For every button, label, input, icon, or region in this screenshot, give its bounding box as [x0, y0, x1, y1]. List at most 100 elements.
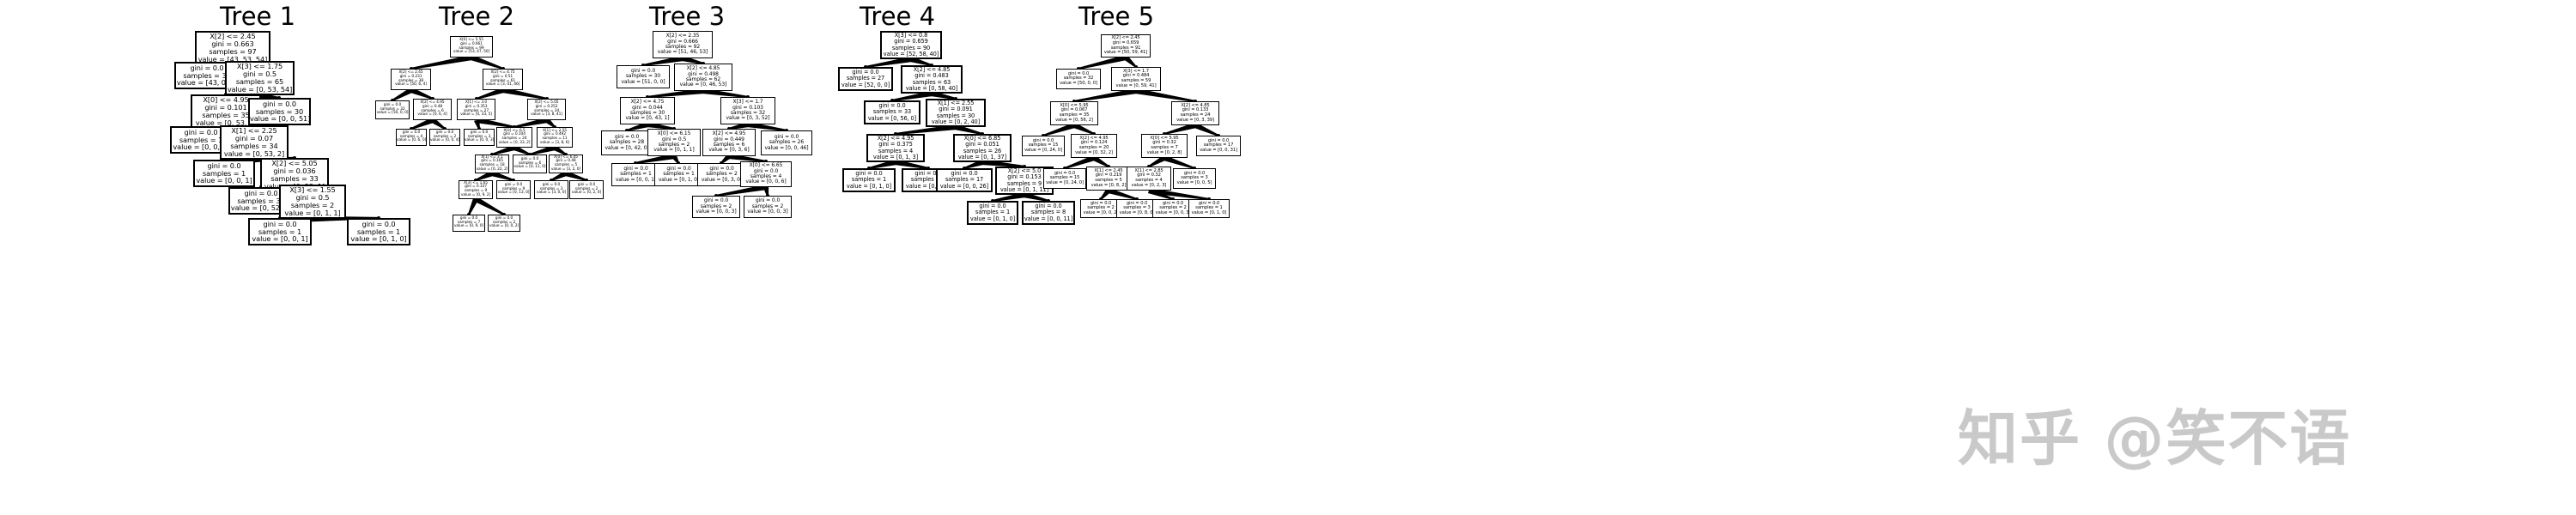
tree-5-node-f: gini = 0.0 samples = 3 value = [0, 8, 0] [1116, 199, 1157, 218]
tree-3-node-r4: gini = 0.0 samples = 26 value = [0, 0, 4… [761, 130, 812, 155]
tree-5-node-r2: X[2] <= 4.85 gini = 0.133 samples = 24 v… [1171, 101, 1219, 125]
tree-5-node-leaf-l: gini = 0.0 samples = 32 value = [50, 0, … [1056, 69, 1101, 89]
tree-5-node-r3: X[0] <= 5.95 gini = 0.32 samples = 7 val… [1141, 134, 1188, 158]
tree-3-node-a: gini = 0.0 samples = 1 value = [0, 0, 1] [611, 163, 660, 186]
tree-3-node-l2: X[2] <= 4.75 gini = 0.044 samples = 30 v… [620, 97, 675, 124]
node-text: X[3] <= 0.8 gini = 0.659 samples = 90 va… [883, 32, 939, 58]
node-text: gini = 0.0 samples = 4 value = [0, 6, 0] [397, 130, 427, 143]
node-text: X[2] <= 2.45 gini = 0.231 samples = 38 v… [395, 70, 427, 88]
node-text: gini = 0.0 samples = 7 value = [0, 9, 0] [453, 215, 484, 229]
tree-1-node-leaf-11: gini = 0.0 samples = 1 value = [0, 0, 1] [248, 218, 312, 245]
node-text: gini = 0.0 samples = 15 value = [0, 24, … [1024, 137, 1062, 153]
tree-3-node-b: gini = 0.0 samples = 1 value = [0, 1, 0] [654, 163, 703, 186]
node-text: gini = 0.0 samples = 2 value = [0, 3, 0] [701, 165, 742, 183]
node-text: X[3] <= 1.65 gini = 0.337 samples = 9 va… [460, 180, 491, 197]
tree-4-node-split-r: X[2] <= 4.85 gini = 0.483 samples = 63 v… [901, 65, 963, 94]
tree-4-node-root: X[3] <= 0.8 gini = 0.659 samples = 90 va… [880, 31, 942, 59]
node-text: gini = 0.0 samples = 3 value = [0, 0, 5] [1176, 170, 1212, 185]
tree-2-node-c: gini = 0.0 samples = 3 value = [0, 0, 3] [464, 129, 495, 146]
node-text: X[2] <= 2.35 gini = 0.666 samples = 92 v… [657, 33, 708, 56]
tree-5-node-r4: gini = 0.0 samples = 17 value = [0, 0, 3… [1196, 136, 1241, 156]
tree-4-node-f: gini = 0.0 samples = 8 value = [0, 0, 11… [1022, 201, 1075, 225]
node-text: gini = 0.0 samples = 8 value = [0, 0, 11… [1024, 203, 1073, 222]
tree-1-node-leaf-7: gini = 0.0 samples = 1 value = [0, 0, 1] [193, 160, 255, 187]
node-text: gini = 0.0 samples = 32 value = [50, 0, … [376, 102, 409, 116]
tree-5-node-l3: gini = 0.0 samples = 15 value = [0, 24, … [1022, 136, 1065, 156]
node-text: gini = 0.0 samples = 2 value = [0, 0, 2] [489, 215, 519, 229]
tree-3-node-r2: X[3] <= 1.7 gini = 0.103 samples = 32 va… [720, 97, 775, 124]
node-text: X[0] <= 6.15 gini = 0.5 samples = 2 valu… [653, 130, 695, 154]
node-text: gini = 0.0 samples = 26 value = [0, 0, 4… [764, 133, 809, 151]
tree-4-node-r-l: gini = 0.0 samples = 33 value = [0, 56, … [864, 100, 920, 124]
node-text: X[3] <= 1.55 gini = 0.5 samples = 2 valu… [284, 185, 341, 217]
node-text: X[2] <= 4.75 gini = 0.044 samples = 30 v… [625, 99, 670, 122]
tree-4-node-rr-l: X[2] <= 4.95 gini = 0.375 samples = 4 va… [866, 134, 925, 162]
tree-2-node-root: X[0] <= 5.55 gini = 0.661 samples = 99 v… [450, 36, 493, 58]
tree-1-node-leaf-4: gini = 0.0 samples = 30 value = [0, 0, 5… [248, 98, 311, 125]
node-text: gini = 0.0 samples = 9 value = [0, 13, 0… [497, 182, 530, 196]
node-text: X[0] <= 6.05 gini = 0.48 samples = 5 val… [550, 154, 581, 172]
tree-2-node-j: gini = 0.0 samples = 9 value = [0, 13, 0… [496, 180, 531, 199]
node-text: gini = 0.0 samples = 2 value = [0, 0, 2] [1083, 200, 1119, 215]
tree-5-node-c: X[1] <= 2.85 gini = 0.32 samples = 4 val… [1127, 167, 1171, 191]
tree-2-node-r1: X[1] <= 3.0 gini = 0.353 samples = 27 va… [457, 99, 495, 120]
tree-3-node-l3: gini = 0.0 samples = 28 value = [0, 42, … [601, 130, 653, 155]
node-text: gini = 0.0 samples = 1 value = [0, 0, 1] [252, 219, 308, 244]
node-text: gini = 0.0 samples = 1 value = [0, 1, 0] [350, 219, 407, 244]
tree-2-node-split-l: X[2] <= 2.45 gini = 0.231 samples = 38 v… [391, 69, 431, 90]
node-text: gini = 0.0 samples = 2 value = [0, 0, 3] [1155, 200, 1191, 215]
node-text: gini = 0.0 samples = 3 value = [0, 8, 0] [1119, 200, 1155, 215]
tree-2-node-l1: gini = 0.0 samples = 32 value = [50, 0, … [375, 100, 410, 119]
node-text: gini = 0.0 samples = 1 value = [0, 1, 0] [969, 203, 1016, 222]
tree-3-node-l4: X[0] <= 6.15 gini = 0.5 samples = 2 valu… [647, 129, 701, 156]
node-text: X[0] <= 6.85 gini = 0.051 samples = 26 v… [957, 135, 1007, 161]
tree-2-node-i: X[3] <= 1.65 gini = 0.337 samples = 9 va… [459, 180, 493, 199]
node-text: gini = 0.0 samples = 30 value = [0, 0, 5… [250, 99, 311, 124]
node-text: gini = 0.0 samples = 27 value = [52, 0, … [841, 69, 890, 88]
tree-5-node-h: gini = 0.0 samples = 1 value = [0, 1, 0] [1188, 199, 1230, 218]
tree-5-node-d: gini = 0.0 samples = 3 value = [0, 0, 5] [1173, 168, 1216, 189]
node-text: gini = 0.0 samples = 33 value = [0, 56, … [867, 102, 917, 122]
tree-3-node-e: gini = 0.0 samples = 2 value = [0, 0, 3] [692, 196, 740, 218]
tree-4-title: Tree 4 [859, 2, 936, 31]
tree-4-node-e: gini = 0.0 samples = 1 value = [0, 1, 0] [967, 201, 1018, 225]
zhihu-watermark: 知乎 @笑不语 [1958, 403, 2352, 474]
tree-5-node-g: gini = 0.0 samples = 2 value = [0, 0, 3] [1152, 199, 1194, 218]
node-text: X[2] <= 5.0 gini = 0.153 samples = 9 val… [999, 167, 1049, 193]
node-text: gini = 0.0 samples = 1 value = [0, 0, 1] [196, 161, 252, 185]
node-text: gini = 0.0 samples = 28 value = [0, 42, … [605, 133, 649, 151]
tree-2-node-d: X[0] <= 6.5 gini = 0.104 samples = 24 va… [496, 127, 532, 148]
tree-2-node-g: gini = 0.0 samples = 6 value = [0, 11, 0… [513, 154, 547, 173]
node-text: X[0] <= 4.95 gini = 0.101 samples = 35 v… [195, 95, 256, 127]
node-text: gini = 0.0 samples = 1 value = [0, 1, 0] [658, 165, 699, 183]
tree-5-node-b: X[1] <= 2.45 gini = 0.219 samples = 5 va… [1086, 167, 1131, 191]
node-text: gini = 0.0 samples = 17 value = [0, 0, 2… [939, 170, 989, 190]
tree-5-node-split-r: X[3] <= 1.7 gini = 0.484 samples = 59 va… [1111, 67, 1161, 91]
node-text: X[1] <= 3.0 gini = 0.353 samples = 27 va… [460, 100, 492, 118]
tree-5-title: Tree 5 [1078, 2, 1155, 31]
tree-2-node-n: gini = 0.0 samples = 7 value = [0, 9, 0] [453, 215, 485, 232]
tree-2-node-f: X[1] <= 3.1 gini = 0.165 samples = 18 va… [475, 154, 509, 173]
tree-1-node-split-6: X[1] <= 2.25 gini = 0.07 samples = 34 va… [220, 125, 289, 160]
node-text: gini = 0.0 samples = 3 value = [3, 0, 0] [536, 182, 567, 196]
tree-2-title: Tree 2 [438, 2, 515, 31]
node-text: X[2] <= 4.75 gini = 0.51 samples = 61 va… [485, 70, 520, 88]
node-text: gini = 0.0 samples = 32 value = [50, 0, … [1060, 70, 1097, 86]
node-text: X[2] <= 4.95 gini = 0.48 samples = 6 val… [417, 100, 447, 118]
node-text: gini = 0.0 samples = 1 value = [0, 1, 0] [846, 170, 892, 190]
tree-3-node-d: X[0] <= 6.65 gini = 0.0 samples = 4 valu… [740, 161, 792, 187]
tree-2-node-split-r: X[2] <= 4.75 gini = 0.51 samples = 61 va… [483, 69, 523, 90]
node-text: gini = 0.0 samples = 2 value = [0, 2, 0] [571, 182, 602, 196]
tree-3-node-r3: X[2] <= 4.95 gini = 0.449 samples = 6 va… [702, 129, 756, 156]
node-text: X[0] <= 5.95 gini = 0.32 samples = 7 val… [1146, 135, 1182, 155]
tree-5-node-a: gini = 0.0 samples = 15 value = [0, 24, … [1043, 168, 1086, 189]
node-text: gini = 0.0 samples = 17 value = [0, 0, 3… [1200, 137, 1237, 153]
node-text: gini = 0.0 samples = 2 value = [0, 0, 3] [747, 197, 788, 215]
tree-4-node-a: gini = 0.0 samples = 1 value = [0, 1, 0] [842, 168, 896, 192]
tree-2-node-o: gini = 0.0 samples = 2 value = [0, 0, 2] [488, 215, 520, 232]
tree-1-node-split-10: X[3] <= 1.55 gini = 0.5 samples = 2 valu… [279, 185, 346, 219]
node-text: gini = 0.0 samples = 30 value = [51, 0, … [621, 67, 665, 85]
node-text: X[2] <= 4.95 gini = 0.124 samples = 20 v… [1075, 135, 1113, 155]
node-text: X[3] <= 1.75 gini = 0.5 samples = 65 val… [227, 62, 293, 94]
tree-3-node-split-r: X[2] <= 4.85 gini = 0.498 samples = 62 v… [674, 64, 732, 91]
